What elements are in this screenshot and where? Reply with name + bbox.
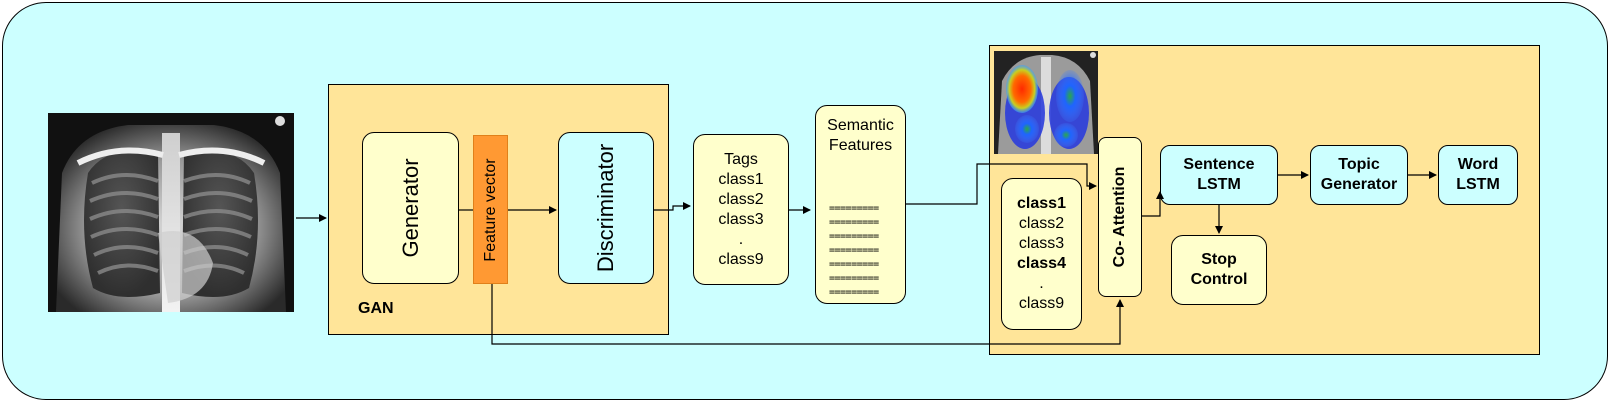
sentence-lstm-box: Sentence LSTM [1160,145,1278,205]
semantic-feature-line: ========= [829,217,879,228]
tag-item: class3 [718,210,764,228]
generator-box: Generator [362,132,459,284]
discriminator-label: Discriminator [593,143,618,273]
attention-class-item: . [1039,275,1044,292]
gan-label: GAN [358,300,394,317]
attention-class-item: class3 [1018,235,1065,252]
sentence-lstm-line2: LSTM [1197,176,1241,193]
attention-class-item: class2 [1018,215,1065,232]
semantic-feature-line: ========= [829,231,879,242]
tag-item: class9 [718,250,764,268]
discriminator-box: Discriminator [558,132,654,284]
semantic-features-box: Semantic Features ========= ========= ==… [815,105,906,304]
semantic-feature-line: ========= [829,259,879,270]
tags-title: Tags [724,150,758,168]
tags-box: Tags class1 class2 class3 . class9 [693,134,789,285]
semantic-feature-line: ========= [829,273,879,284]
attention-classes-box: class1 class2 class3 class4 . class9 [1001,178,1082,330]
tag-item: class1 [718,170,764,188]
topic-generator-line1: Topic [1338,156,1380,173]
word-lstm-line2: LSTM [1456,176,1500,193]
semantic-feature-line: ========= [829,287,879,298]
semantic-feature-line: ========= [829,245,879,256]
tag-item: class2 [718,190,764,208]
chest-xray-image [48,113,294,312]
tag-item: . [738,230,744,248]
generator-label: Generator [397,158,423,258]
co-attention-box: Co- Attention [1098,137,1142,297]
word-lstm-box: Word LSTM [1438,145,1518,205]
semantic-title-line2: Features [828,137,893,154]
semantic-feature-line: ========= [829,203,879,214]
stop-control-line2: Control [1190,271,1248,288]
attention-class-item: class9 [1018,295,1065,312]
semantic-title-line1: Semantic [827,117,894,134]
feature-vector-box: Feature vector [473,135,508,284]
attention-heatmap-image [994,51,1098,154]
sentence-lstm-line1: Sentence [1183,156,1255,173]
stop-control-line1: Stop [1201,251,1237,268]
topic-generator-box: Topic Generator [1310,145,1408,205]
co-attention-label: Co- Attention [1111,166,1128,268]
word-lstm-line1: Word [1457,156,1499,173]
feature-vector-label: Feature vector [481,157,499,262]
topic-generator-line2: Generator [1320,176,1398,193]
attention-class-item: class4 [1017,255,1066,272]
attention-class-item: class1 [1017,195,1066,212]
stop-control-box: Stop Control [1171,235,1267,305]
